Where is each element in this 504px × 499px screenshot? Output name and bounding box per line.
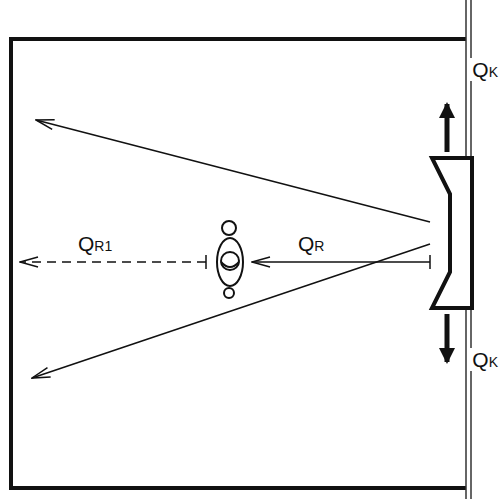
dashed-arrow — [20, 261, 206, 263]
jet-arrow — [32, 244, 430, 378]
outflow-arrow — [445, 104, 450, 152]
jet-arrow — [252, 261, 430, 263]
air-outlet — [432, 158, 472, 308]
outflow-arrow — [445, 314, 450, 362]
person-figure — [217, 221, 243, 298]
flow-label: QK — [470, 348, 500, 371]
flow-label: QR — [296, 232, 326, 255]
jet-arrow — [36, 120, 430, 222]
flow-label: QR1 — [76, 232, 114, 255]
room-wall — [11, 39, 466, 488]
flow-label: QK — [470, 58, 500, 81]
arrow-tick — [429, 255, 431, 269]
arrow-tick — [205, 255, 207, 269]
